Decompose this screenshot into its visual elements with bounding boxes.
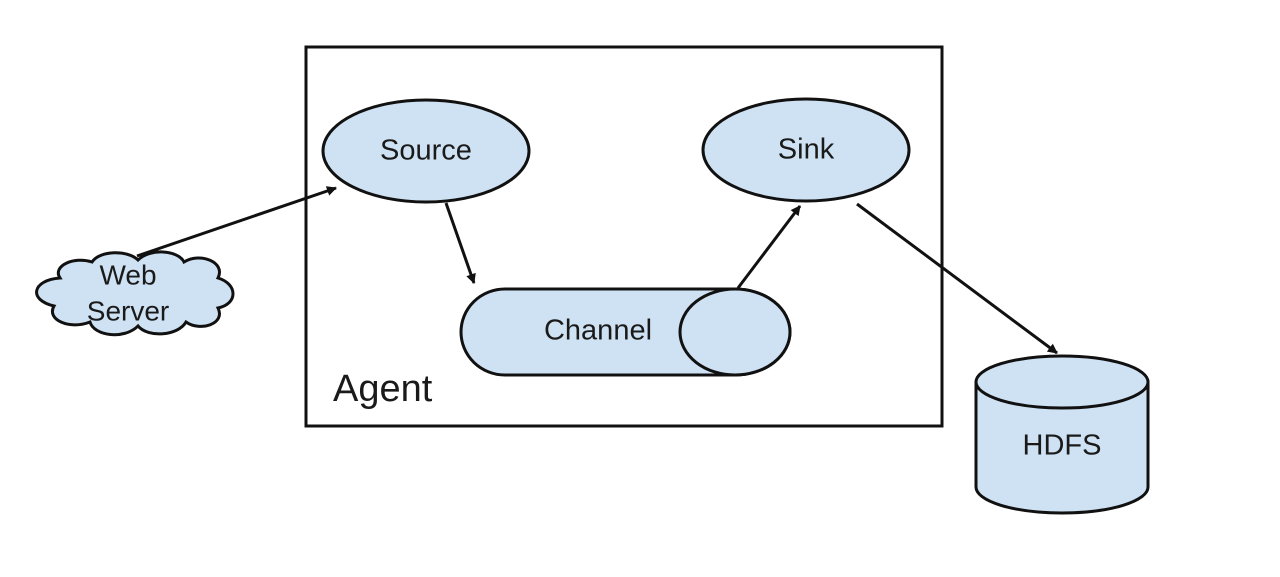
channel-node: Channel [459, 287, 792, 377]
source-node: Source [321, 98, 531, 204]
edges [136, 186, 1058, 355]
source-ellipse [321, 98, 531, 204]
sink-ellipse [701, 97, 911, 203]
web-server-label-line2: Server [87, 295, 169, 326]
edge-webserver-to-source [136, 186, 337, 258]
edge-channel-to-sink [736, 205, 802, 289]
sink-node: Sink [701, 97, 911, 203]
hdfs-node: HDFS [974, 354, 1150, 515]
channel-label: Channel [544, 315, 652, 347]
cloud-icon [35, 250, 235, 337]
edge-sink-to-hdfs [856, 202, 1058, 355]
web-server-node: Web Server [35, 250, 235, 337]
hdfs-label: HDFS [1023, 430, 1102, 462]
hdfs-top-cap [974, 354, 1150, 410]
channel-end-cap [678, 287, 792, 377]
sink-label: Sink [778, 134, 835, 166]
agent-box [304, 45, 944, 428]
edge-source-to-channel [444, 202, 476, 284]
source-label: Source [380, 135, 472, 167]
agent-label: Agent [333, 368, 433, 410]
web-server-label-line1: Web [99, 259, 156, 290]
hdfs-body [974, 380, 1150, 515]
agent-container: Agent [304, 45, 944, 428]
